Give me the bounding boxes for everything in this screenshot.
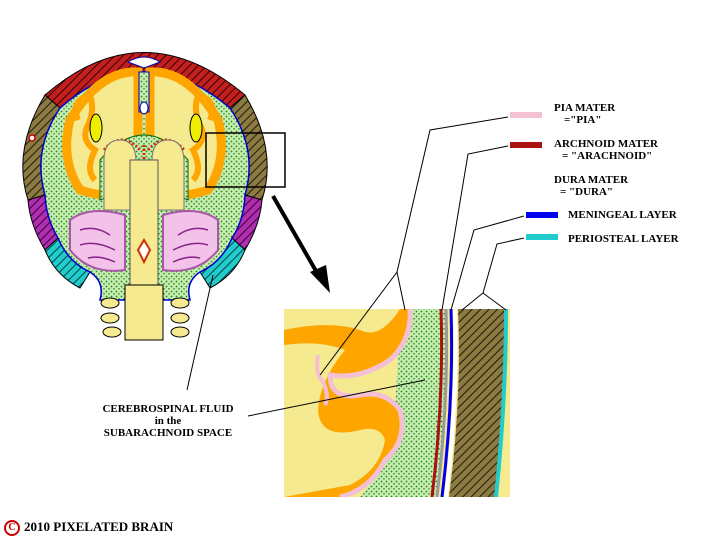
right-folia [172,227,209,263]
vertebra-left-1 [100,297,120,309]
dura-label-line1: DURA MATER [554,174,629,186]
meningeal-swatch [526,212,558,218]
copyright: C 2010 PIXELATED BRAIN [4,519,174,537]
head-cross-section [22,52,268,341]
arachnoid-swatch [510,142,542,148]
right-cerebellum [162,210,219,272]
meningeal-leader [450,215,525,311]
zoom-dura-gray [435,309,449,497]
csf-leader-head [186,274,214,391]
dura-label-line2: = "DURA" [560,186,614,198]
vertebra-right-2 [170,312,190,324]
brainstem [129,159,159,301]
vertebra-right-3 [170,326,190,338]
zoom-pia-inner [315,354,329,406]
periosteal-swatch [526,234,558,240]
zoom-arrow [271,195,330,293]
periosteal-leader-branch [482,292,507,311]
zoom-pia [327,309,413,497]
zoom-arachnoid-line [430,309,444,497]
zoom-white-gap [444,309,458,497]
pia-label-line1: PIA MATER [554,102,616,114]
right-thalamus [151,139,185,211]
vertebra-left-3 [102,326,122,338]
left-cerebellum [69,210,126,272]
fourth-ventricle [136,238,152,265]
right-ventricle [189,113,203,143]
zoom-meningeal-line [440,309,454,497]
copyright-text: 2010 PIXELATED BRAIN [24,519,174,534]
arachnoid-label: ARCHNOID MATER = "ARACHNOID" [554,138,658,162]
arachnoid-label-line2: = "ARACHNOID" [562,150,653,162]
left-folia [79,227,116,263]
vertebra-right-1 [170,297,190,309]
zoom-white-matter [284,343,385,497]
csf-leader-zoom [247,379,426,417]
periosteal-label-line1: PERIOSTEAL LAYER [568,233,679,245]
pia-swatch [510,112,542,118]
meningeal-label: MENINGEAL LAYER [568,209,677,221]
zoom-periosteal-line [494,309,508,497]
csf-label: CEREBROSPINAL FLUID in the SUBARACHNOID … [88,403,248,439]
pia-leader [319,116,509,376]
periosteal-leader [461,237,525,311]
leader-lines [186,116,525,417]
zoomed-meninges-view [284,309,510,497]
sinus-top [126,56,162,69]
pia-label-line2: ="PIA" [564,114,602,126]
copyright-icon: C [4,520,20,537]
left-gyri [72,91,99,183]
csf-label-line1: CEREBROSPINAL FLUID [102,403,234,415]
left-ventricle [89,113,103,143]
periosteal-label: PERIOSTEAL LAYER [568,233,679,245]
arachnoid-leader [441,145,509,311]
zoom-indicator-box [205,132,286,188]
pia-leader-branch [396,271,406,311]
superior-sinus [139,101,149,115]
csf-label-line3: SUBARACHNOID SPACE [103,427,233,439]
zoom-skull [449,309,505,497]
csf-label-line2: in the [154,415,182,427]
pia-label: PIA MATER ="PIA" [554,102,615,126]
dura-label: DURA MATER = "DURA" [554,174,628,198]
arachnoid-label-line1: ARCHNOID MATER [554,138,658,150]
vertebra-left-2 [100,312,120,324]
zoom-subarachnoid [360,309,446,497]
meningeal-label-line1: MENINGEAL LAYER [568,209,677,221]
spinal-canal [124,284,164,341]
ear-marker [28,134,36,142]
